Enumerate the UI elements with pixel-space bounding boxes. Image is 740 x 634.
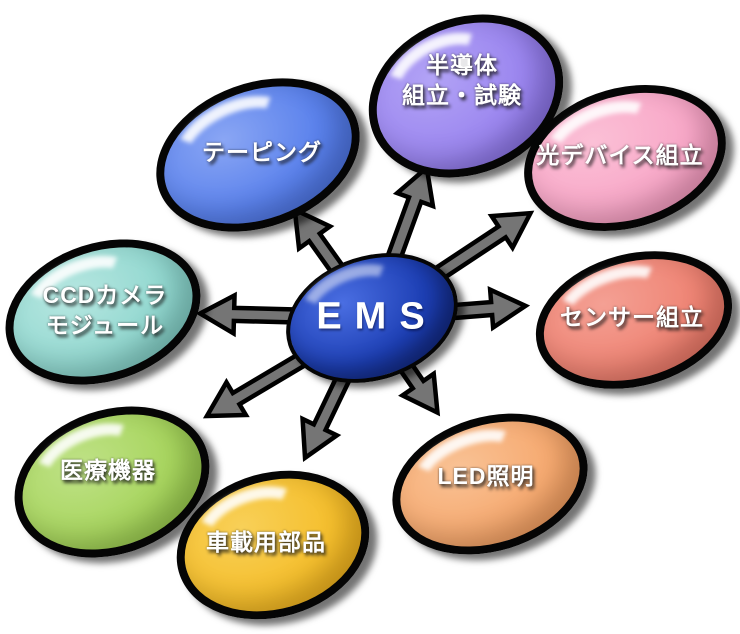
- node-taping-label: テーピング: [202, 139, 322, 166]
- node-led-lighting-label: LED照明: [437, 463, 535, 490]
- node-ems-center-label: EMS: [316, 295, 438, 338]
- node-semiconductor-assembly-test-label: 半導体 組立・試験: [402, 52, 522, 108]
- node-ccd-camera-module-label: CCDカメラ モジュール: [42, 282, 168, 338]
- node-automotive-parts-label: 車載用部品: [206, 529, 326, 556]
- node-medical-equipment-label: 医療機器: [60, 457, 156, 484]
- node-sensor-assembly-label: センサー組立: [560, 304, 704, 331]
- node-optical-device-assembly-label: 光デバイス組立: [536, 142, 704, 169]
